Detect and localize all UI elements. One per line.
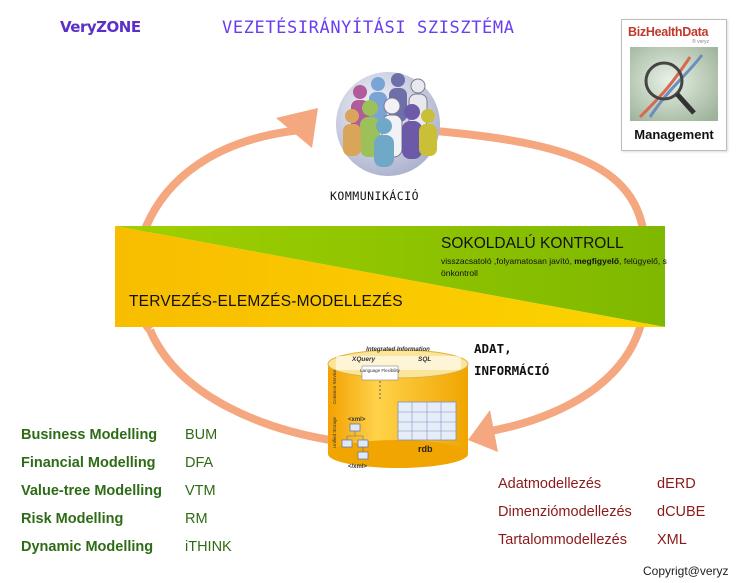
db-language-label: Language Flexibility (360, 368, 401, 373)
communication-label: KOMMUNIKÁCIÓ (330, 189, 420, 203)
control-desc-part-1: visszacsatoló ,folyamatosan javító, (441, 256, 575, 266)
control-desc-part-2: , felügyelő, s önkontroll (441, 256, 667, 278)
database-cylinder-icon (327, 349, 469, 468)
information-label: INFORMÁCIÓ (474, 363, 550, 378)
db-xml-close-label: </xml> (348, 464, 368, 470)
logo-title: BizHealthData (628, 25, 709, 39)
model-name: Risk Modelling (21, 511, 124, 527)
data-info-label: ADAT, INFORMÁCIÓ (474, 338, 549, 382)
db-sql-label: SQL (418, 356, 431, 363)
dna-helix-image (630, 47, 718, 121)
control-desc-bold: megfigyelő (574, 256, 620, 266)
list-item: Value-tree Modelling VTM (21, 477, 281, 505)
model-name: Tartalommodellezés (498, 532, 627, 548)
model-code: dCUBE (657, 504, 706, 520)
planning-label: TERVEZÉS-ELEMZÉS-MODELLEZÉS (129, 293, 403, 310)
modelling-list-left: Business Modelling BUM Financial Modellin… (21, 421, 281, 561)
db-common-label: Common Service (332, 369, 337, 404)
logo-management-label: Management (634, 127, 714, 142)
list-item: Dimenziómodellezés dCUBE (498, 498, 738, 526)
list-item: Financial Modelling DFA (21, 449, 281, 477)
brand-logo: VeryZONE (60, 18, 141, 36)
db-unified-label: Unified Storage (332, 416, 337, 448)
db-xml-open-label: <xml> (348, 417, 366, 423)
model-name: Financial Modelling (21, 455, 156, 471)
model-code: iTHINK (185, 539, 232, 555)
model-code: VTM (185, 483, 216, 499)
list-item: Dynamic Modelling iTHINK (21, 533, 281, 561)
data-label: ADAT, (474, 341, 512, 356)
model-name: Business Modelling (21, 427, 158, 443)
control-description: visszacsatoló ,folyamatosan javító, megf… (441, 255, 673, 279)
modelling-list-right: Adatmodellezés dERD Dimenziómodellezés dCU… (498, 470, 738, 554)
list-item: Tartalommodellezés XML (498, 526, 738, 554)
planning-band (115, 226, 665, 327)
model-code: BUM (185, 427, 218, 443)
list-item: Risk Modelling RM (21, 505, 281, 533)
model-name: Adatmodellezés (498, 476, 602, 492)
bizhealthdata-logo: BizHealthData ® veryz Management (621, 19, 727, 151)
list-item: Adatmodellezés dERD (498, 470, 738, 498)
people-group-icon (336, 72, 440, 176)
model-code: dERD (657, 476, 696, 492)
db-xquery-label: XQuery (351, 356, 376, 363)
model-name: Value-tree Modelling (21, 483, 162, 499)
model-name: Dynamic Modelling (21, 539, 154, 555)
list-item: Business Modelling BUM (21, 421, 281, 449)
model-code: RM (185, 511, 208, 527)
model-code: DFA (185, 455, 214, 471)
db-rdb-label: rdb (418, 444, 433, 454)
model-code: XML (657, 532, 687, 548)
page-title: VEZETÉSIRÁNYÍTÁSI SZISZTÉMA (222, 18, 515, 38)
db-header-label: Integrated Information (366, 347, 430, 353)
arrow-head-bottom (468, 410, 498, 452)
copyright-label: Copyrigt@veryz (643, 564, 729, 578)
model-name: Dimenziómodellezés (498, 504, 632, 520)
logo-subtitle: ® veryz (692, 39, 710, 45)
arrow-head-top (276, 108, 318, 148)
control-title: SOKOLDALÚ KONTROLL (441, 235, 624, 252)
